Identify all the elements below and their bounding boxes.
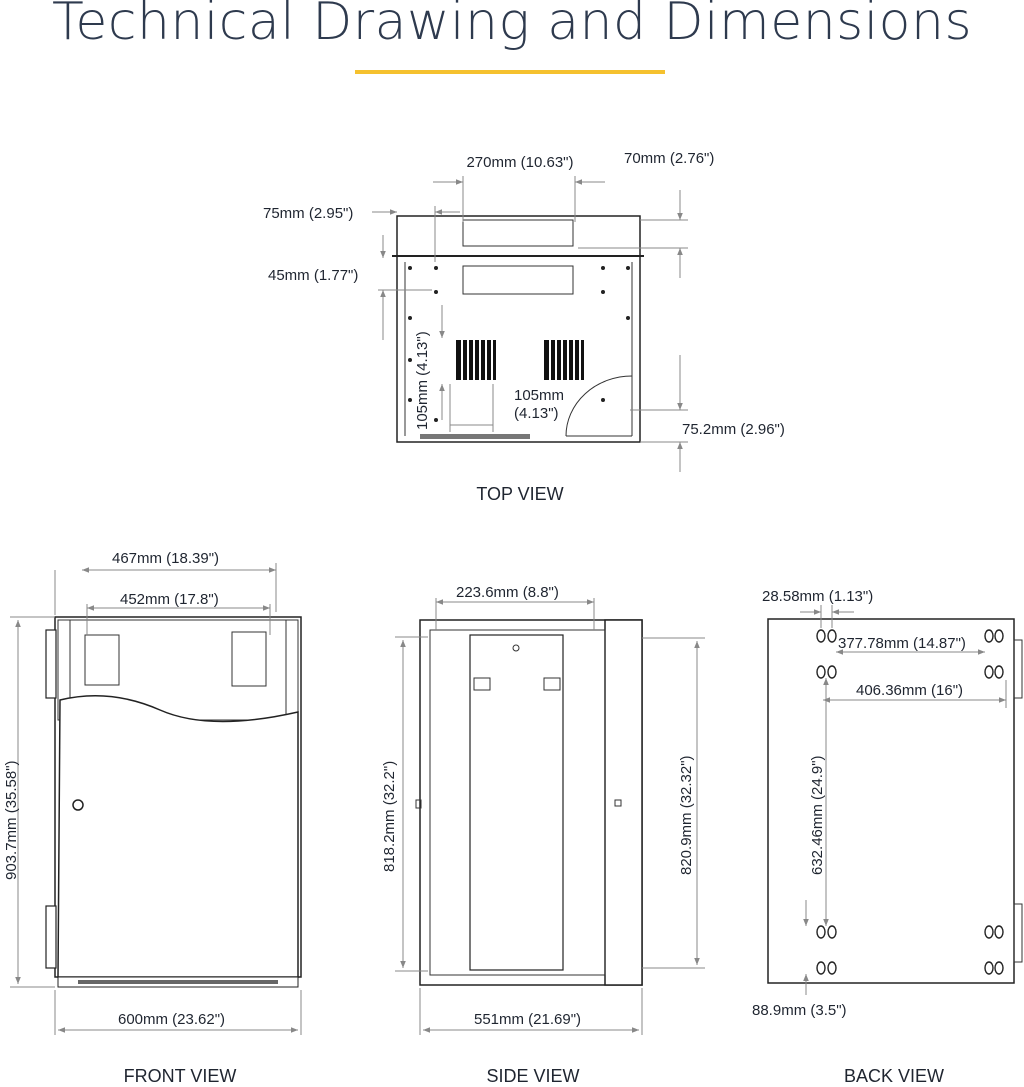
- front-view-label: FRONT VIEW: [124, 1066, 237, 1086]
- back-view: 28.58mm (1.13") 377.78mm (14.87") 406.36…: [752, 588, 1023, 1086]
- side-view-panel: [469, 634, 564, 971]
- top-view-rear-panel: [396, 215, 641, 257]
- back-view-label: BACK VIEW: [844, 1066, 944, 1086]
- top-view-dim-75-2: 75.2mm (2.96"): [682, 421, 785, 438]
- top-view-dim-70: 70mm (2.76"): [624, 150, 714, 167]
- side-view-latch-right: [543, 677, 561, 691]
- top-view-cutout-rear: [462, 219, 574, 247]
- side-view-dim-223: 223.6mm (8.8"): [456, 584, 559, 601]
- front-view-hinge-top: [45, 629, 57, 699]
- top-view-vent-right: [544, 340, 584, 380]
- side-view-dim-818: 818.2mm (32.2"): [381, 761, 398, 872]
- top-view-dim-105-vertical: 105mm (4.13"): [414, 331, 431, 430]
- top-view-dim-45: 45mm (1.77"): [268, 267, 358, 284]
- top-view-front-vent-strip: [420, 434, 530, 439]
- side-view-latch-left: [473, 677, 491, 691]
- back-view-dim-377: 377.78mm (14.87"): [838, 635, 966, 652]
- top-view-dim-105-h-line2: (4.13"): [514, 405, 559, 422]
- top-view-cutout-front: [462, 265, 574, 295]
- page-title: Technical Drawing and Dimensions: [51, 0, 973, 52]
- back-view-dim-406: 406.36mm (16"): [856, 682, 963, 699]
- front-view-lock-icon: [72, 799, 84, 811]
- title-underline: [355, 70, 665, 74]
- front-view-dim-903: 903.7mm (35.58"): [3, 760, 20, 880]
- front-view: 467mm (18.39") 452mm (17.8") 903.7mm (35…: [3, 550, 302, 1086]
- top-view-dim-75: 75mm (2.95"): [263, 205, 353, 222]
- top-view-body: [396, 255, 641, 443]
- back-view-dim-88: 88.9mm (3.5"): [752, 1002, 847, 1019]
- front-view-dim-452: 452mm (17.8"): [120, 591, 219, 608]
- front-view-hinge-bottom: [45, 905, 57, 969]
- top-view-vent-left: [456, 340, 496, 380]
- top-view-door-swing-arc: [565, 375, 633, 437]
- back-view-dim-632: 632.46mm (24.9"): [809, 755, 826, 875]
- back-view-mounting-holes: [816, 629, 1004, 975]
- top-view-dim-105-h-line1: 105mm: [514, 387, 564, 404]
- side-view-label: SIDE VIEW: [486, 1066, 579, 1086]
- side-view-dim-820: 820.9mm (32.32"): [678, 755, 695, 875]
- top-view-label: TOP VIEW: [476, 484, 563, 504]
- side-view-door-edge: [604, 619, 643, 986]
- top-view: 270mm (10.63") 70mm (2.76") 75mm (2.95")…: [263, 150, 785, 504]
- front-view-dim-600: 600mm (23.62"): [118, 1011, 225, 1028]
- top-view-dim-270: 270mm (10.63"): [466, 154, 573, 171]
- back-view-body: [767, 618, 1015, 984]
- back-view-dim-28: 28.58mm (1.13"): [762, 588, 873, 605]
- side-view: 223.6mm (8.8") 818.2mm (32.2") 820.9mm (…: [381, 584, 705, 1086]
- front-view-dim-467: 467mm (18.39"): [112, 550, 219, 567]
- front-view-door: [57, 695, 299, 978]
- side-view-dim-551: 551mm (21.69"): [474, 1011, 581, 1028]
- front-view-base-vent: [78, 980, 278, 984]
